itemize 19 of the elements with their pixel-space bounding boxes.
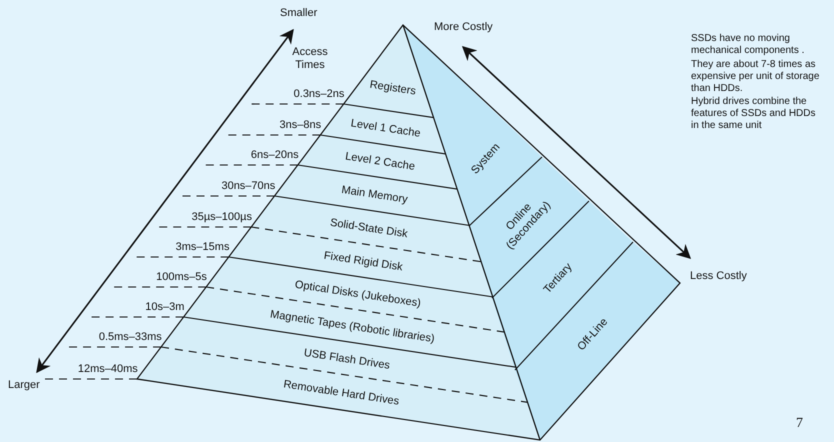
access-time-label: 3ns–8ns [280,119,322,132]
note-text: Hybrid drives combine the features of SSDs and HDDs in the same unit [691,96,816,132]
access-time-label: 35µs–100µs [192,211,252,224]
access-time-label: 10s–3m [145,301,184,314]
access-time-label: 100ms–5s [156,271,207,284]
axis-label: Larger [8,379,40,392]
access-time-label: 30ns–70ns [221,180,276,193]
axis-label: Less Costly [690,270,747,283]
access-time-label: 12ms–40ms [78,363,138,376]
axis-label: Access Times [291,46,329,72]
note-text: They are about 7-8 times as expensive per unit of storage than HDDs. [691,59,820,95]
axis-label: Smaller [280,7,318,20]
pyramid-level: Registers [344,25,434,118]
note-text: SSDs have no moving mechanical components . [691,33,806,57]
page-number: 7 [796,417,803,430]
access-time-label: 6ns–20ns [250,149,299,162]
access-time-label: 0.3ns–2ns [294,88,344,101]
access-time-label: 3ms–15ms [176,241,230,254]
access-time-label: 0.5ms–33ms [98,331,162,344]
